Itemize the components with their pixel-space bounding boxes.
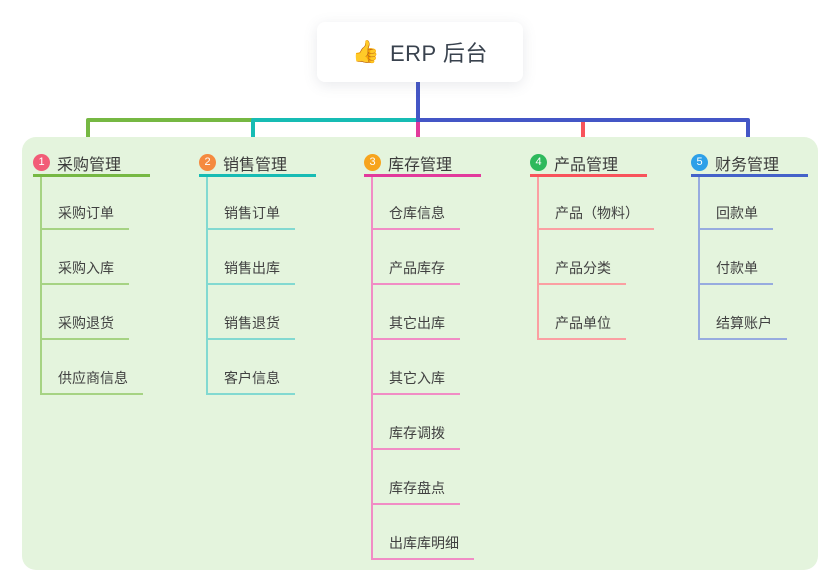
branch-column-2: 2 销售管理销售订单销售出库销售退货客户信息 [199,0,349,588]
branch-number-badge: 4 [530,154,547,171]
child-node[interactable]: 结算账户 [698,313,787,340]
branch-title-label: 采购管理 [57,156,122,174]
branch-column-1: 1 采购管理采购订单采购入库采购退货供应商信息 [33,0,183,588]
child-node[interactable]: 库存盘点 [371,478,460,505]
child-node[interactable]: 回款单 [698,203,773,230]
thumbs-up-icon: 👍 [352,39,380,64]
child-node[interactable]: 采购退货 [40,313,129,340]
branch-column-3: 3 库存管理仓库信息产品库存其它出库其它入库库存调拨库存盘点出库库明细 [364,0,514,588]
branch-spine-line [206,177,208,395]
child-node[interactable]: 产品库存 [371,258,460,285]
child-node[interactable]: 库存调拨 [371,423,460,450]
child-node[interactable]: 出库库明细 [371,533,474,560]
branch-spine-line [371,177,373,560]
branch-title-label: 库存管理 [388,156,453,174]
branch-spine-line [537,177,539,340]
child-node[interactable]: 销售出库 [206,258,295,285]
child-node[interactable]: 产品（物料） [537,203,654,230]
child-node[interactable]: 产品单位 [537,313,626,340]
branch-node-5[interactable]: 5 财务管理 [691,151,808,177]
child-node[interactable]: 其它入库 [371,368,460,395]
child-node[interactable]: 销售退货 [206,313,295,340]
branch-title-label: 销售管理 [223,156,288,174]
branch-number-badge: 2 [199,154,216,171]
branch-column-4: 4 产品管理产品（物料） 产品分类产品单位 [530,0,680,588]
branch-number-badge: 5 [691,154,708,171]
branch-node-3[interactable]: 3 库存管理 [364,151,481,177]
child-node[interactable]: 采购入库 [40,258,129,285]
child-node[interactable]: 其它出库 [371,313,460,340]
branch-number-badge: 1 [33,154,50,171]
branch-spine-line [698,177,700,340]
child-node[interactable]: 供应商信息 [40,368,143,395]
root-node-label: ERP 后台 [389,41,488,66]
canvas-panel [22,137,818,570]
child-node[interactable]: 销售订单 [206,203,295,230]
root-node-erp[interactable]: 👍 ERP 后台 [317,22,523,82]
child-node[interactable]: 客户信息 [206,368,295,395]
branch-title-label: 产品管理 [554,156,619,174]
branch-node-1[interactable]: 1 采购管理 [33,151,150,177]
branch-node-4[interactable]: 4 产品管理 [530,151,647,177]
child-node[interactable]: 付款单 [698,258,773,285]
branch-column-5: 5 财务管理回款单付款单结算账户 [691,0,839,588]
branch-title-label: 财务管理 [715,156,780,174]
child-node[interactable]: 产品分类 [537,258,626,285]
branch-node-2[interactable]: 2 销售管理 [199,151,316,177]
branch-number-badge: 3 [364,154,381,171]
child-node[interactable]: 采购订单 [40,203,129,230]
branch-spine-line [40,177,42,395]
child-node[interactable]: 仓库信息 [371,203,460,230]
